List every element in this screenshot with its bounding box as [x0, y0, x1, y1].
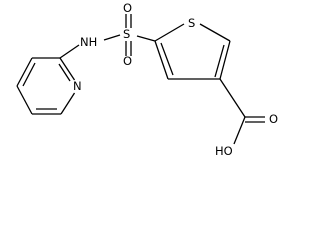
molecule-structure: NH S O O S N O HO [16, 1, 278, 158]
atom-o-top: O [123, 1, 132, 15]
atom-o-bottom: O [123, 54, 132, 68]
atom-s-sulfonyl: S [123, 27, 130, 41]
pyridine-ring [16, 57, 76, 115]
bond-thio-c4-c5 [154, 40, 169, 80]
bond-thio-c4-c5-inner [160, 42, 174, 76]
atom-labels: NH S O O S N O HO [73, 1, 278, 158]
bond-c2-nh [59, 44, 80, 59]
bond-s-c5 [136, 35, 156, 42]
atom-nh: NH [80, 35, 97, 49]
bond-pyr-c5-c4 [16, 85, 33, 115]
bond-pyr-c2-n [59, 57, 76, 81]
bond-thio-c5-s [154, 23, 185, 42]
atom-oh: HO [215, 144, 233, 158]
bond-thio-c2-c3-inner [214, 44, 225, 78]
bond-pyr-n-c6 [60, 92, 76, 115]
bond-pyr-c4-c3-inner [22, 62, 36, 87]
bond-thio-c2-c3 [219, 40, 231, 80]
atom-o-carbonyl: O [269, 112, 278, 126]
bond-nh-s [103, 34, 121, 41]
bond-pyr-c4-c3 [16, 57, 33, 87]
thiophene-ring [154, 23, 231, 80]
bond-c-oh [233, 116, 246, 145]
bond-thio-s-c2 [199, 23, 231, 42]
atom-n-pyridine: N [73, 79, 82, 93]
bond-c3-cooh [219, 78, 246, 118]
atom-s-ring: S [188, 16, 195, 30]
bond-pyr-c2-n-inner [58, 63, 71, 82]
